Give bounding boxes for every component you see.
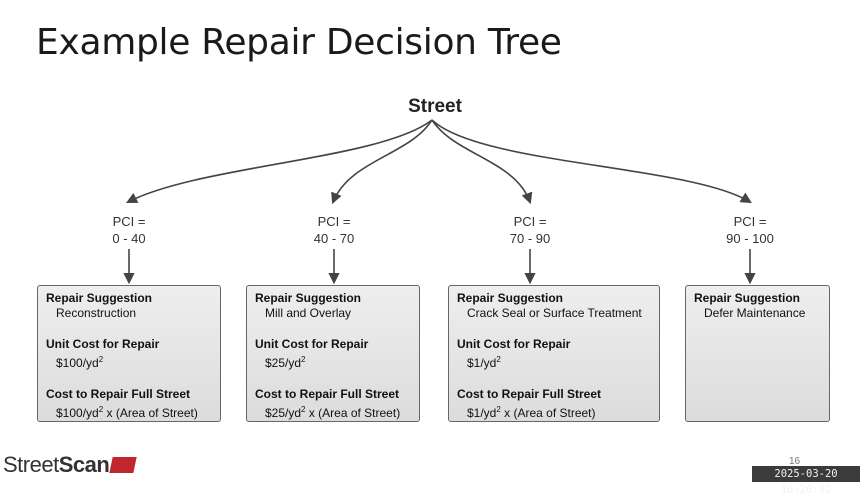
repair-box-defer-maintenance: Repair Suggestion Defer Maintenance (685, 285, 830, 422)
root-node-street: Street (408, 96, 462, 117)
pci-label-line1: PCI = (513, 214, 547, 229)
suggestion-label: Repair Suggestion (255, 291, 362, 305)
timestamp-overlay: 2025-03-20 10:20:02 (752, 466, 860, 496)
unit-cost-label: Unit Cost for Repair (46, 337, 160, 351)
tree-connectors (123, 119, 756, 285)
suggestion-value: Crack Seal or Surface Treatment (467, 306, 642, 320)
suggestion-label: Repair Suggestion (46, 291, 153, 305)
pci-label-line1: PCI = (317, 214, 351, 229)
full-cost-label: Cost to Repair Full Street (255, 387, 400, 401)
pci-label-range: 40 - 70 (313, 231, 355, 246)
full-cost-label: Cost to Repair Full Street (457, 387, 602, 401)
full-cost-label: Cost to Repair Full Street (46, 387, 191, 401)
pci-label-range: 0 - 40 (112, 231, 146, 246)
suggestion-value: Defer Maintenance (704, 306, 806, 320)
repair-box-mill-overlay: Repair Suggestion Mill and Overlay Unit … (246, 285, 420, 422)
pci-label-line1: PCI = (112, 214, 146, 229)
suggestion-value: Mill and Overlay (265, 306, 352, 320)
streetscan-logo: StreetScan (3, 452, 137, 478)
suggestion-label: Repair Suggestion (457, 291, 564, 305)
branch-arrow-4 (431, 119, 752, 204)
repair-box-reconstruction: Repair Suggestion Reconstruction Unit Co… (37, 285, 221, 422)
unit-cost-value: $100/yd2 (56, 355, 104, 370)
full-cost-value: $1/yd2 x (Area of Street) (467, 405, 596, 420)
pci-label-range: 90 - 100 (726, 231, 774, 246)
pci-label-90-100: PCI = 90 - 100 (700, 213, 800, 247)
branch-arrow-1 (126, 119, 433, 204)
branch-arrow-3 (431, 119, 533, 205)
full-cost-value: $100/yd2 x (Area of Street) (56, 405, 198, 420)
logo-mark-icon (109, 457, 137, 473)
unit-cost-value: $25/yd2 (265, 355, 306, 370)
slide-title: Example Repair Decision Tree (36, 22, 562, 63)
unit-cost-value: $1/yd2 (467, 355, 501, 370)
suggestion-value: Reconstruction (56, 306, 137, 320)
pci-label-line1: PCI = (733, 214, 767, 229)
unit-cost-label: Unit Cost for Repair (255, 337, 369, 351)
pci-label-40-70: PCI = 40 - 70 (284, 213, 384, 247)
branch-arrow-2 (331, 119, 433, 205)
suggestion-label: Repair Suggestion (694, 291, 801, 305)
unit-cost-label: Unit Cost for Repair (457, 337, 571, 351)
page-number: 16 (789, 456, 801, 467)
full-cost-value: $25/yd2 x (Area of Street) (265, 405, 401, 420)
pci-label-0-40: PCI = 0 - 40 (79, 213, 179, 247)
repair-box-crack-seal: Repair Suggestion Crack Seal or Surface … (448, 285, 660, 422)
pci-label-70-90: PCI = 70 - 90 (480, 213, 580, 247)
pci-label-range: 70 - 90 (509, 231, 551, 246)
